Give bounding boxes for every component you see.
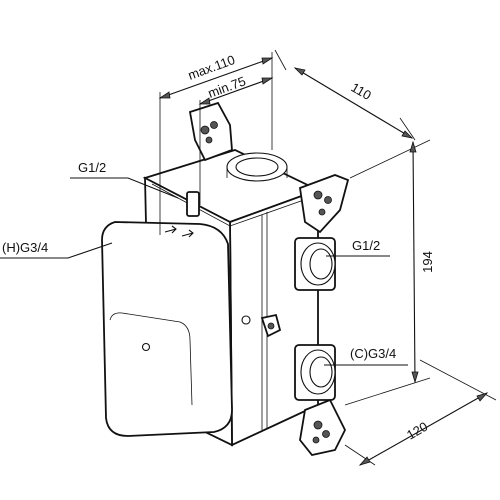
callout-cold-inlet: (C)G3/4 [324,346,408,366]
top-port [226,152,288,182]
mounting-lug-top-right [299,174,350,234]
width-dimension: 110 [274,49,416,141]
hot-inlet-label: (H)G3/4 [2,240,48,255]
outlet-port [294,237,336,291]
height-label: 194 [420,251,435,273]
height-dimension: 194 [344,139,435,406]
callout-top-port: G1/2 [70,160,179,199]
outlet-label: G1/2 [352,238,380,253]
front-cover [101,191,233,437]
length-dimension: 120 [344,359,497,466]
cold-inlet-label: (C)G3/4 [350,346,396,361]
callout-outlet: G1/2 [326,238,390,257]
min-depth-label: min.75 [206,73,248,100]
side-clip [241,313,282,338]
cold-port [294,344,336,401]
mounting-lug-top-left [188,101,233,162]
callout-hot-inlet: (H)G3/4 [0,240,113,259]
mounting-lug-bottom [299,398,347,456]
top-port-label: G1/2 [78,160,106,175]
width-label: 110 [349,80,374,103]
length-label: 120 [404,419,430,443]
